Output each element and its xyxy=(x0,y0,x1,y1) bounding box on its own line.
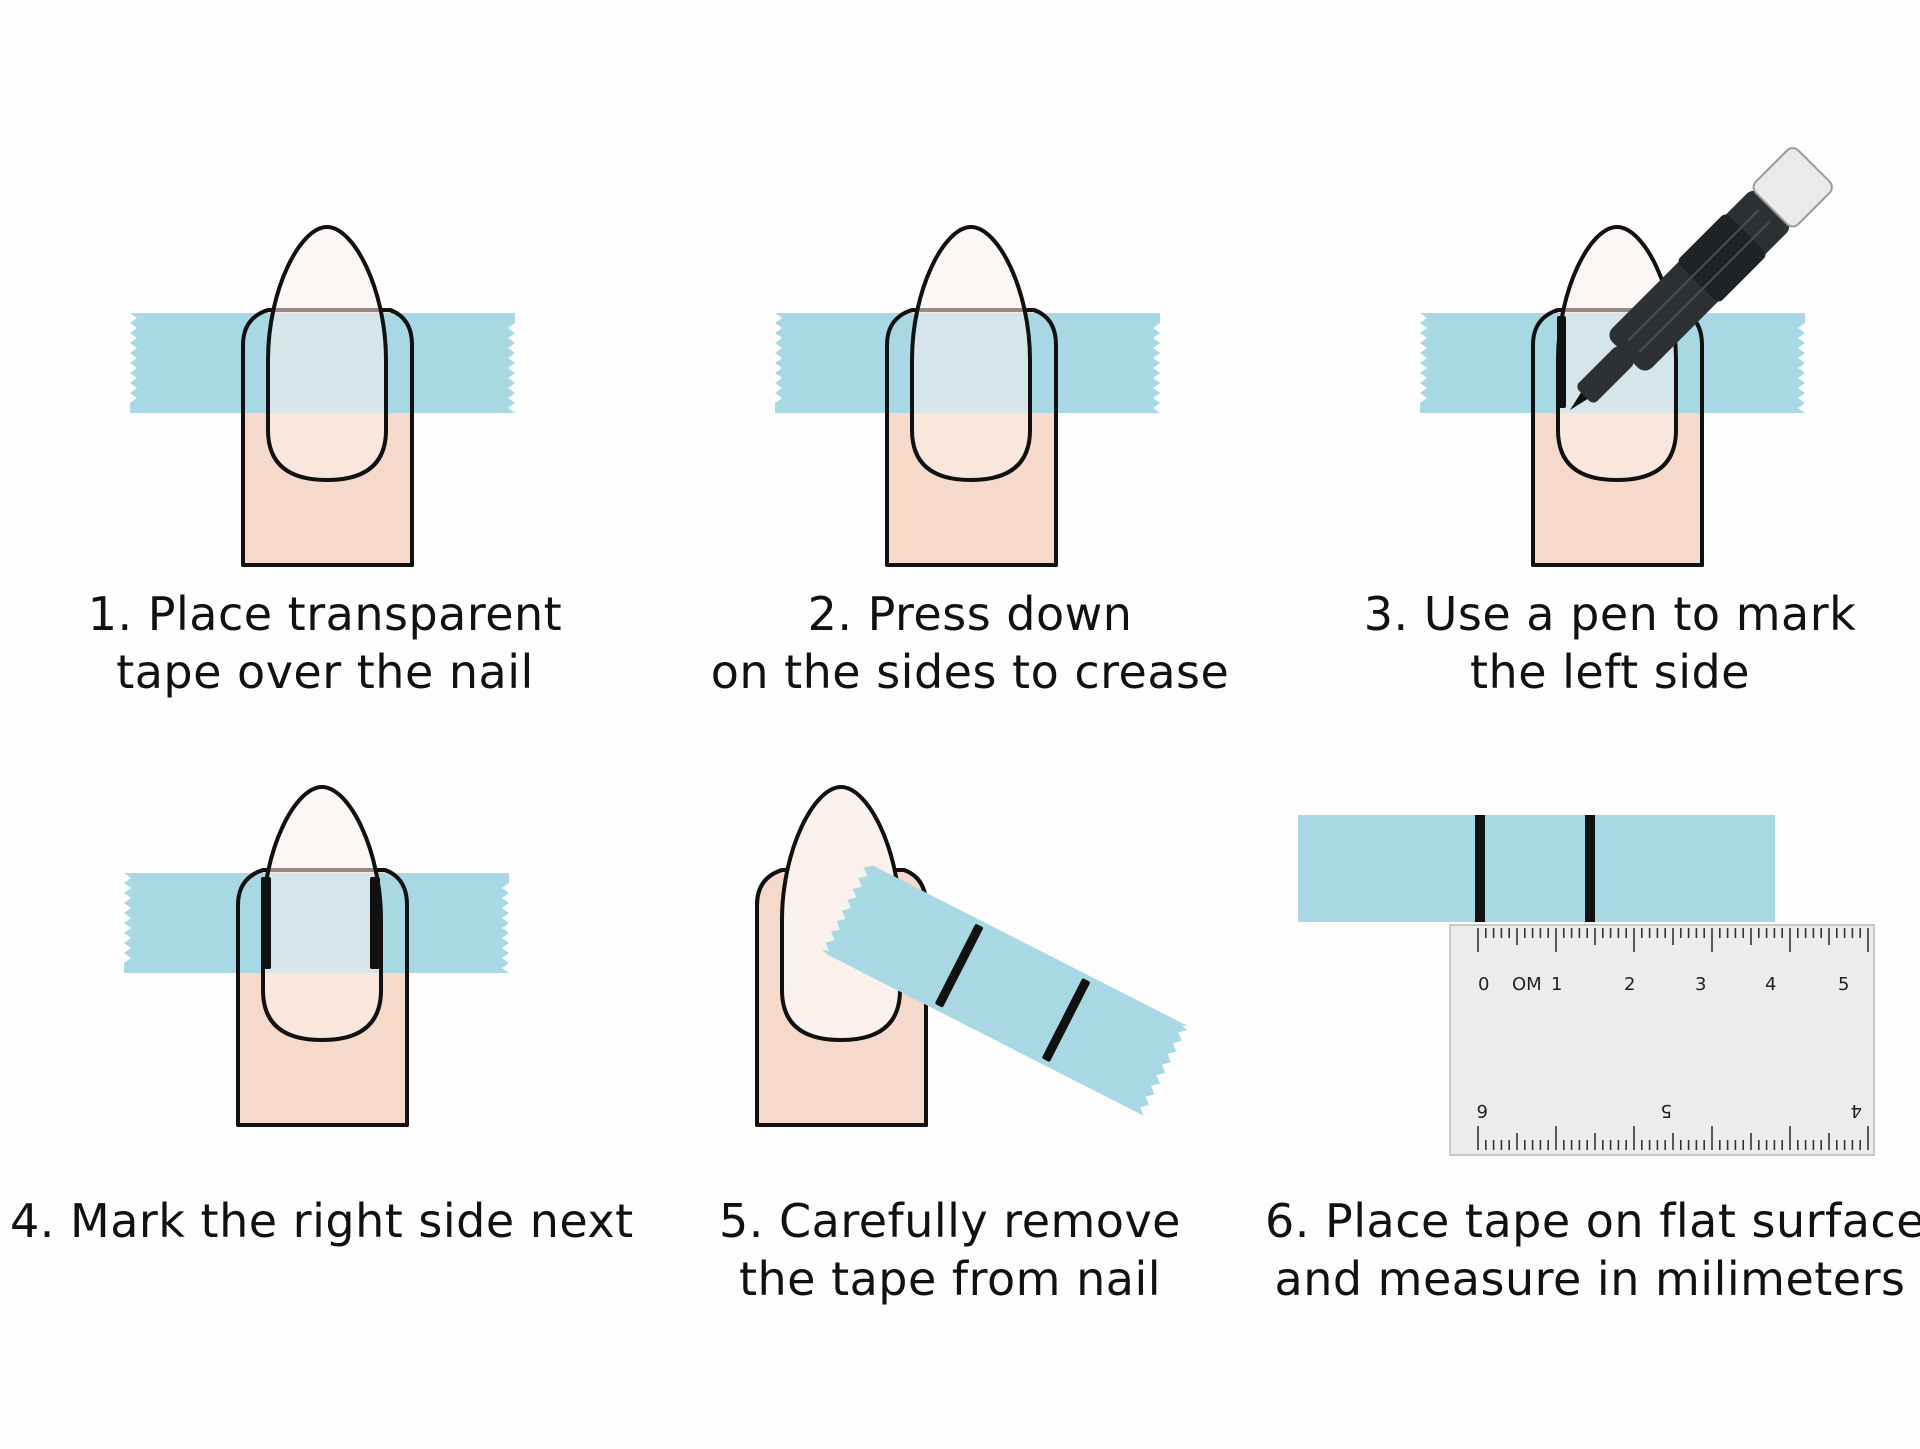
nail xyxy=(910,225,1032,482)
caption-line: the tape from nail xyxy=(738,1252,1162,1306)
step-2-caption: 2. Press down on the sides to crease xyxy=(680,585,1260,701)
ruler-ticks-bottom xyxy=(1477,1126,1869,1150)
ruler-label: 3 xyxy=(1695,974,1706,995)
caption-line: 4. Mark the right side next xyxy=(10,1194,634,1248)
step-4-illustration xyxy=(124,785,509,1127)
caption-line: and measure in milimeters xyxy=(1274,1252,1906,1306)
pen xyxy=(1570,147,1833,410)
ruler-label: 5 xyxy=(1661,1100,1672,1121)
ruler-label: 6 xyxy=(1477,1100,1488,1121)
ruler-label: 0 xyxy=(1478,974,1489,995)
caption-line: 2. Press down xyxy=(807,587,1133,641)
caption-line: on the sides to crease xyxy=(710,645,1230,699)
step-6-caption: 6. Place tape on flat surface and measur… xyxy=(1265,1192,1920,1308)
step-3-illustration xyxy=(1420,147,1833,567)
left-mark xyxy=(1475,815,1485,922)
peeled-tape xyxy=(821,865,1190,1116)
ruler-label: 4 xyxy=(1765,974,1776,995)
nail xyxy=(261,785,383,1042)
step-3-caption: 3. Use a pen to mark the left side xyxy=(1330,585,1890,701)
ruler-bottom-labels: 6 5 4 xyxy=(1477,1100,1862,1121)
caption-line: the left side xyxy=(1470,645,1750,699)
ruler-ticks-top xyxy=(1477,928,1869,952)
left-mark xyxy=(1557,316,1566,408)
ruler-label: 4 xyxy=(1851,1100,1862,1121)
step-1-illustration xyxy=(130,225,515,567)
finger-outline xyxy=(236,868,409,1127)
finger-outline xyxy=(241,308,414,567)
ruler-label: OM xyxy=(1512,974,1542,995)
caption-line: tape over the nail xyxy=(116,645,534,699)
right-mark xyxy=(1585,815,1595,922)
step-4-caption: 4. Mark the right side next xyxy=(10,1192,634,1250)
finger-outline xyxy=(885,308,1058,567)
step-2-illustration xyxy=(775,225,1160,567)
ruler xyxy=(1449,924,1875,1156)
step-5-caption: 5. Carefully remove the tape from nail xyxy=(680,1192,1220,1308)
step-6-illustration: 0 OM 1 2 3 4 5 6 5 4 xyxy=(1298,815,1875,1156)
step-5-illustration xyxy=(755,785,1190,1127)
caption-line: 3. Use a pen to mark xyxy=(1363,587,1857,641)
caption-line: 1. Place transparent xyxy=(87,587,563,641)
caption-line: 5. Carefully remove xyxy=(719,1194,1181,1248)
nail xyxy=(780,785,902,1042)
ruler-label: 1 xyxy=(1551,974,1562,995)
caption-line: 6. Place tape on flat surface xyxy=(1265,1194,1920,1248)
ruler-label: 2 xyxy=(1624,974,1635,995)
step-1-caption: 1. Place transparent tape over the nail xyxy=(40,585,610,701)
nail xyxy=(266,225,388,482)
left-mark xyxy=(261,877,271,969)
right-mark xyxy=(370,877,380,969)
ruler-top-labels: 0 OM 1 2 3 4 5 xyxy=(1478,974,1849,995)
ruler-label: 5 xyxy=(1838,974,1849,995)
tape-strip xyxy=(1298,815,1775,922)
